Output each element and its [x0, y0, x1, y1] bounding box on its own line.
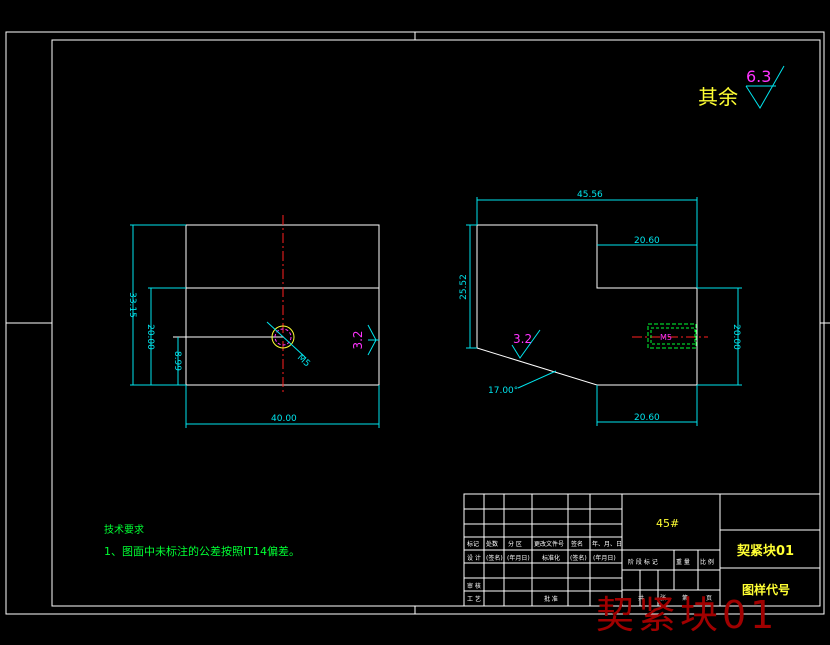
dim-top-width-label: 45.56: [577, 190, 603, 200]
tb-total: 共: [638, 594, 644, 602]
dim-width-label: 40.00: [271, 414, 297, 424]
left-view-hole-thread: [274, 328, 292, 346]
tb-design-date: (年月日): [507, 554, 530, 562]
dim-step-lower-label: 20.60: [634, 413, 660, 423]
tb-approve: 批 准: [544, 595, 558, 603]
tb-count: 处数: [486, 540, 498, 548]
tb-stage: 阶 段 标 记: [628, 558, 658, 566]
dim-height-low-label: 8.99: [172, 351, 182, 371]
right-thread-label: M5: [660, 333, 672, 342]
thread-hole-outer: [647, 323, 697, 349]
dim-height-mid-label: 20.00: [145, 324, 155, 350]
angle-leader: [517, 370, 557, 389]
slope-roughness-icon: [511, 329, 541, 359]
left-view: M5 40.00 33.15 20.00 8.99 3.2: [127, 215, 380, 428]
tb-sign: 签名: [571, 540, 583, 548]
tb-drawing-code: 图样代号: [742, 582, 790, 597]
left-view-hole: [271, 325, 295, 349]
side-roughness-value: 3.2: [351, 330, 365, 349]
title-block: [463, 493, 821, 607]
right-view-outline: [476, 224, 698, 386]
tb-date: 年、月、日: [592, 540, 622, 548]
tb-standard: 标准化: [542, 554, 560, 562]
tb-change-doc: 更改文件号: [534, 540, 564, 548]
right-view: 45.56 20.60 20.60 25.52 20.00 17.00° 3.2…: [459, 190, 742, 426]
tb-part-name: 契紧块01: [736, 543, 794, 559]
thread-leader: [266, 321, 306, 358]
tb-index: 第: [682, 594, 688, 602]
tb-standard-sign: (签名): [570, 554, 587, 562]
watermark: 契紧块01: [596, 593, 778, 637]
angle-label: 17.00°: [488, 386, 518, 396]
inner-border: [51, 39, 821, 607]
roughness-value: 6.3: [746, 67, 771, 86]
tb-weight: 重 量: [676, 558, 690, 566]
left-thread-label: M5: [295, 353, 312, 369]
roughness-label: 其余: [698, 85, 738, 109]
tb-design: 设 计: [467, 554, 481, 562]
dim-height-left-label: 25.52: [459, 274, 469, 300]
tb-page: 页: [706, 595, 712, 602]
title-block-text: 标记 处数 分 区 更改文件号 签名 年、月、日 设 计 (签名) (年月日) …: [467, 517, 794, 603]
tb-material: 45#: [656, 517, 679, 530]
tech-notes-title: 技术要求: [104, 523, 144, 536]
tech-notes-item-1: 1、图面中未标注的公差按照IT14偏差。: [104, 544, 300, 558]
tb-zone: 分 区: [508, 540, 522, 548]
tb-sheets: 张: [660, 594, 666, 602]
dim-step-upper-label: 20.60: [634, 236, 660, 246]
tb-standard-date: (年月日): [593, 554, 616, 562]
dim-height-total-label: 33.15: [127, 292, 137, 318]
dim-height-right-label: 20.00: [731, 324, 741, 350]
tb-review: 审 核: [467, 582, 481, 590]
tb-process: 工 艺: [467, 595, 481, 603]
roughness-symbol-icon: [745, 65, 785, 109]
tb-mark: 标记: [467, 540, 479, 548]
slope-roughness-value: 3.2: [513, 332, 532, 346]
thread-hole-inner: [650, 327, 696, 345]
tb-design-sign: (签名): [486, 554, 503, 562]
tb-scale: 比 例: [700, 558, 714, 566]
